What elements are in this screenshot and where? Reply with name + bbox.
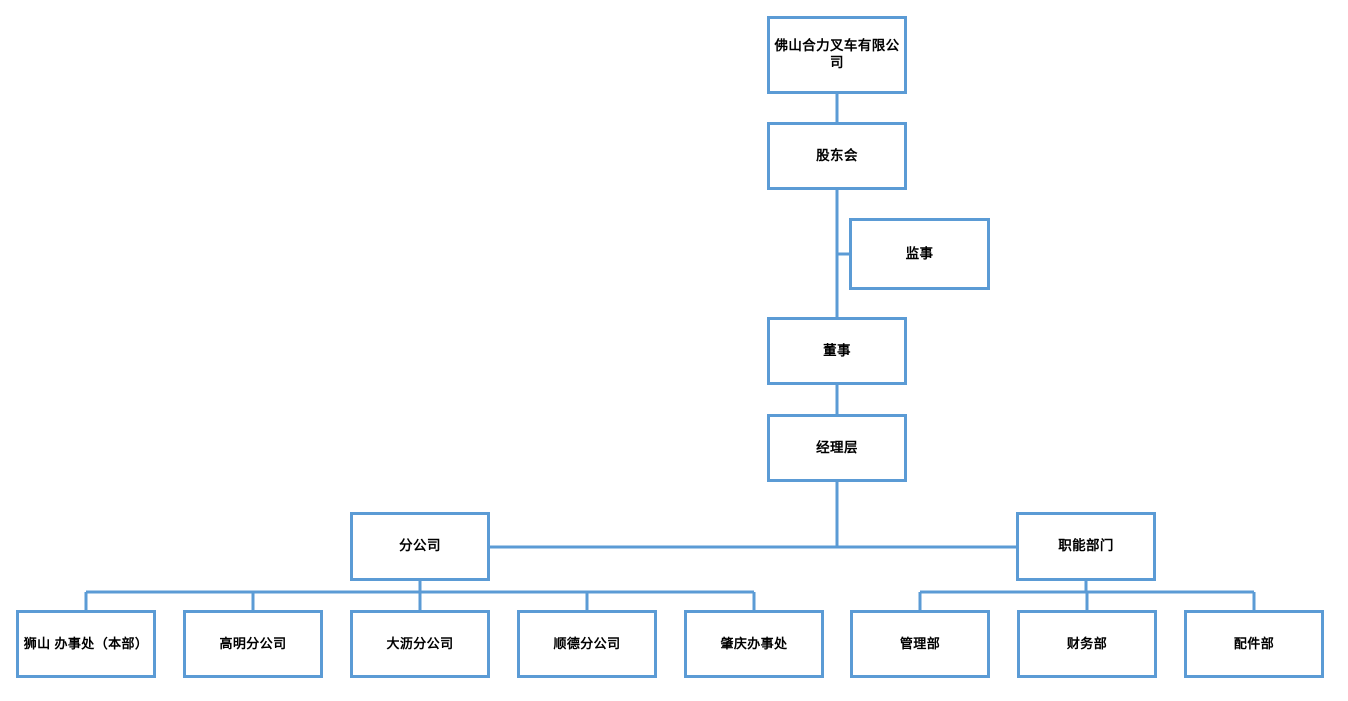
node-function-child-2[interactable]: 配件部 [1184, 610, 1324, 678]
node-shareholders-meeting[interactable]: 股东会 [767, 122, 907, 190]
node-supervisor[interactable]: 监事 [849, 218, 990, 290]
node-branch-child-3[interactable]: 顺德分公司 [517, 610, 657, 678]
node-branch-child-4[interactable]: 肇庆办事处 [684, 610, 824, 678]
node-director[interactable]: 董事 [767, 317, 907, 385]
node-function-child-1[interactable]: 财务部 [1017, 610, 1157, 678]
node-branch-child-0[interactable]: 狮山 办事处（本部） [16, 610, 156, 678]
node-management-layer[interactable]: 经理层 [767, 414, 907, 482]
node-company[interactable]: 佛山合力叉车有限公司 [767, 16, 907, 94]
node-functional-departments[interactable]: 职能部门 [1016, 512, 1156, 581]
node-branch-companies[interactable]: 分公司 [350, 512, 490, 581]
node-branch-child-2[interactable]: 大沥分公司 [350, 610, 490, 678]
node-branch-child-1[interactable]: 高明分公司 [183, 610, 323, 678]
node-function-child-0[interactable]: 管理部 [850, 610, 990, 678]
